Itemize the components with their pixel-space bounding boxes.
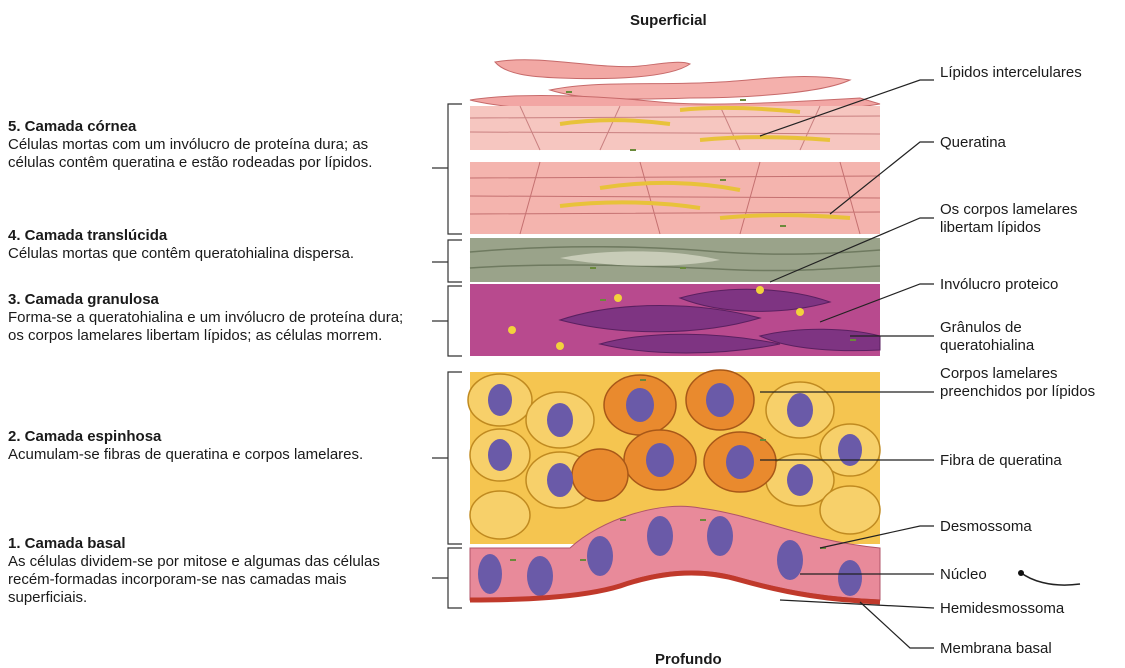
layer-description: Acumulam-se fibras de queratina e corpos…	[8, 446, 418, 464]
layer-4-translucida: 4. Camada translúcida Células mortas que…	[8, 227, 418, 263]
stratum-corneum-illustration	[470, 60, 880, 234]
layer-brackets	[432, 104, 462, 608]
layer-title: 5. Camada córnea	[8, 118, 418, 136]
callout-corpos-lamelares-libertam: Os corpos lamelares libertam lípidos	[940, 201, 1120, 237]
layer-description: Forma-se a queratohialina e um invólucro…	[8, 309, 418, 345]
layer-5-cornea: 5. Camada córnea Células mortas com um i…	[8, 118, 418, 172]
callout-lipidos-intercelulares: Lípidos intercelulares	[940, 64, 1120, 82]
callout-membrana-basal: Membrana basal	[940, 640, 1120, 658]
label-profundo: Profundo	[655, 651, 722, 668]
callout-involucro-proteico: Invólucro proteico	[940, 276, 1120, 294]
callout-desmossoma: Desmossoma	[940, 518, 1120, 536]
layer-title: 4. Camada translúcida	[8, 227, 418, 245]
callout-granulos-queratohialina: Grânulos de queratohialina	[940, 319, 1120, 355]
label-superficial: Superficial	[630, 12, 707, 29]
layer-description: Células mortas com um invólucro de prote…	[8, 136, 418, 172]
layer-description: As células dividem-se por mitose e algum…	[8, 553, 418, 607]
callout-fibra-queratina: Fibra de queratina	[940, 452, 1120, 470]
callout-nucleo: Núcleo	[940, 566, 1120, 584]
stratum-granulosum-illustration	[470, 284, 880, 356]
layer-3-granulosa: 3. Camada granulosa Forma-se a queratohi…	[8, 291, 418, 345]
callout-queratina: Queratina	[940, 134, 1120, 152]
layer-description: Células mortas que contêm queratohialina…	[8, 245, 418, 263]
layer-title: 3. Camada granulosa	[8, 291, 418, 309]
layer-title: 1. Camada basal	[8, 535, 418, 553]
callout-hemidesmossoma: Hemidesmossoma	[940, 600, 1120, 618]
layer-title: 2. Camada espinhosa	[8, 428, 418, 446]
layer-1-basal: 1. Camada basal As células dividem-se po…	[8, 535, 418, 607]
callout-corpos-lamelares-preenchidos: Corpos lamelares preenchidos por lípidos	[940, 365, 1120, 401]
stratum-lucidum-illustration	[470, 238, 880, 282]
layer-2-espinhosa: 2. Camada espinhosa Acumulam-se fibras d…	[8, 428, 418, 464]
